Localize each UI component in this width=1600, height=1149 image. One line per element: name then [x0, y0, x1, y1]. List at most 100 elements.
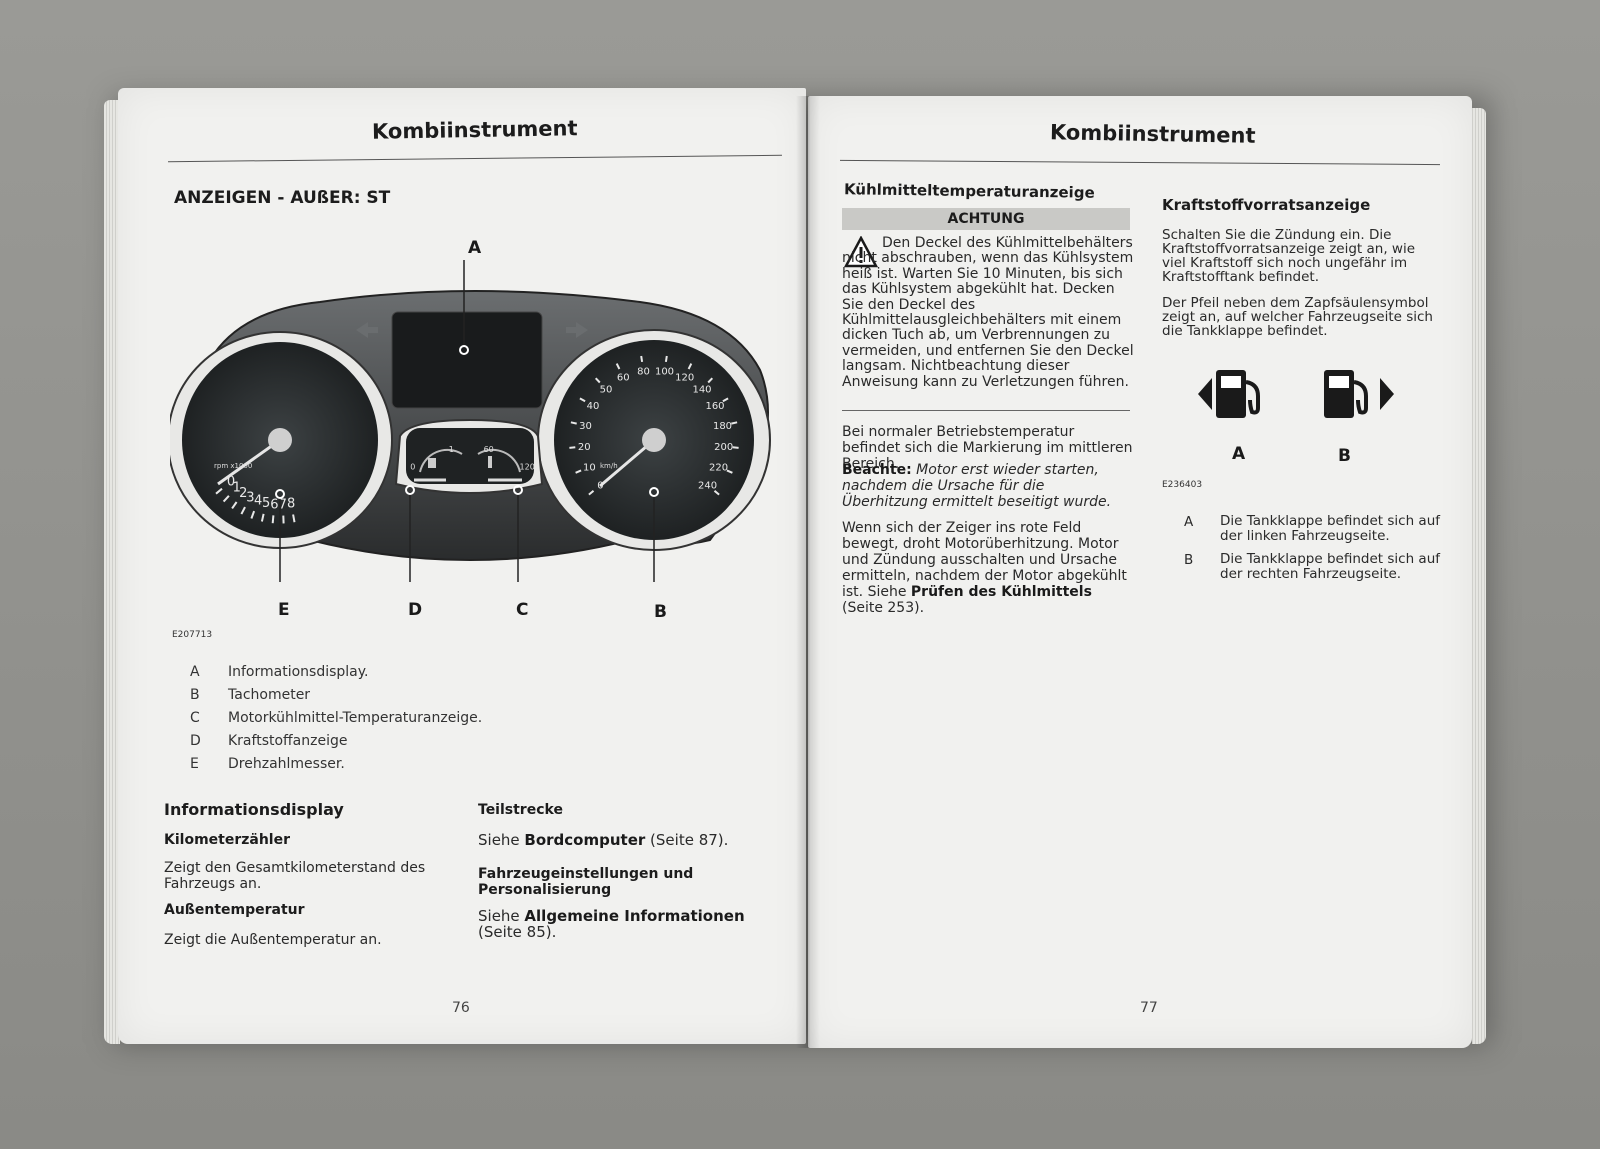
legend-text: Drehzahlmesser.: [228, 756, 345, 772]
temp-gauge-icon: [488, 456, 492, 468]
tach-unit-label: rpm x1000: [214, 462, 252, 470]
turn-right-arrow-icon: [566, 322, 588, 338]
legend-letter: D: [190, 733, 201, 749]
callout-a: A: [468, 238, 482, 258]
speedo-number-tick: [640, 355, 644, 363]
red-zone-text: Wenn sich der Zeiger ins rote Feld beweg…: [842, 520, 1134, 616]
callout-b: B: [654, 602, 667, 622]
trip-link[interactable]: Bordcomputer: [524, 831, 646, 849]
page-stack-right: [1472, 108, 1486, 1044]
speedo-number: 240: [698, 481, 717, 492]
normal-temp-text: Bei normaler Betriebstemperatur befindet…: [842, 424, 1133, 472]
tach-number-tick: [240, 506, 246, 515]
speedo-number: 80: [637, 366, 650, 377]
speedo-number: 180: [713, 421, 732, 432]
tach-number-tick: [231, 501, 238, 509]
speedo-number-tick: [731, 421, 738, 425]
speedo-number: 140: [692, 385, 711, 396]
settings-pre: Siehe: [478, 907, 525, 925]
speedo-unit-label: km/h: [600, 462, 618, 470]
speedo-number: 160: [705, 401, 724, 412]
check-coolant-link[interactable]: Prüfen des Kühlmittels: [910, 584, 1092, 600]
fuel-text-1: Schalten Sie die Zündung ein. Die Krafts…: [1162, 227, 1416, 285]
tach-number: 0: [227, 475, 235, 490]
warning-text: Den Deckel des Kühlmittelbehälters nicht…: [842, 235, 1134, 390]
fuel-gauge-arc: [419, 448, 463, 473]
red-post: (Seite 253).: [842, 600, 925, 616]
callout-c: C: [516, 600, 529, 620]
speedo-number: 100: [655, 366, 674, 377]
right-page-number: 77: [1140, 1000, 1158, 1016]
left-page-header: Kombiinstrument: [371, 116, 578, 144]
odometer-title: Kilometerzähler: [164, 832, 290, 848]
temp-gauge-arc: [477, 448, 521, 473]
tach-number: 2: [239, 486, 247, 501]
speedo-number: 30: [579, 421, 592, 432]
speedo-number: 40: [587, 401, 600, 412]
legend-text: Kraftstoffanzeige: [228, 733, 348, 749]
fuel-legend-text: Die Tankklappe befindet sich auf der lin…: [1220, 513, 1441, 544]
section-title: ANZEIGEN - AUßER: ST: [174, 188, 391, 208]
settings-title: Fahrzeugeinstellungen und Personalisieru…: [478, 866, 694, 898]
speedo-number: 0: [597, 481, 603, 492]
callout-e: E: [278, 600, 290, 620]
legend-text: Informationsdisplay.: [228, 664, 369, 680]
fuel-pump-left-arrow-icon: [1198, 370, 1260, 418]
warning-separator: [842, 410, 1130, 411]
speedo-number-tick: [726, 469, 733, 474]
speedo-number-tick: [594, 377, 601, 384]
outside-temp-title: Außentemperatur: [164, 902, 305, 918]
callout-dot-c: [513, 485, 523, 495]
fuel-gauge-title: Kraftstoffvorratsanzeige: [1162, 196, 1371, 214]
tach-number: 5: [262, 496, 270, 511]
fuel-legend-text: Die Tankklappe befindet sich auf der rec…: [1220, 551, 1441, 582]
legend-row: D Kraftstoffanzeige: [190, 733, 348, 749]
speedo-number: 50: [600, 385, 613, 396]
callout-dot-e: [275, 489, 285, 499]
legend-letter: A: [190, 664, 200, 680]
fuel-icon-code: E236403: [1162, 480, 1203, 490]
tachometer-hub: [268, 428, 292, 452]
trip-text: Siehe Bordcomputer (Seite 87).: [478, 832, 778, 848]
tachometer-needle: [217, 438, 281, 486]
page-stack-left: [104, 100, 120, 1044]
fuel-text-2: Der Pfeil neben dem Zapfsäulensymbol zei…: [1162, 295, 1433, 339]
tach-number-tick: [292, 514, 296, 523]
legend-letter: C: [190, 710, 200, 726]
speedo-number-tick: [588, 490, 595, 496]
left-page-number: 76: [452, 1000, 470, 1016]
callout-d: D: [408, 600, 423, 620]
legend-row: A Informationsdisplay.: [190, 664, 369, 680]
turn-left-arrow-icon: [356, 322, 378, 338]
speedo-number-tick: [569, 446, 576, 449]
settings-link[interactable]: Allgemeine Informationen: [524, 907, 745, 925]
tach-number: 3: [246, 490, 254, 505]
small-gauge-number: 1: [449, 445, 454, 454]
speedo-number-tick: [707, 377, 714, 384]
tach-number: 4: [254, 494, 262, 509]
speedo-number: 220: [709, 463, 728, 474]
speedo-number-tick: [722, 397, 729, 403]
speedometer-hub: [642, 428, 666, 452]
trip-pre: Siehe: [478, 831, 525, 849]
fuel-icon-label-b: B: [1338, 446, 1351, 466]
small-gauge-number: 60: [484, 445, 494, 454]
tach-number-tick: [222, 495, 230, 503]
tach-number-tick: [260, 513, 265, 522]
speedo-number-tick: [570, 421, 577, 425]
outside-temp-text: Zeigt die Außentemperatur an.: [164, 932, 382, 948]
tach-number: 7: [279, 498, 287, 513]
warning-label: ACHTUNG: [842, 208, 1130, 230]
small-gauge-number: 0: [410, 463, 415, 472]
tach-number-tick: [250, 510, 256, 519]
info-display-title: Informationsdisplay: [164, 800, 344, 819]
callout-dot-b: [649, 487, 659, 497]
callout-dot-d: [405, 485, 415, 495]
legend-text: Motorkühlmittel-Temperaturanzeige.: [228, 710, 483, 726]
tach-number: 1: [233, 481, 241, 496]
speedo-number: 120: [675, 373, 694, 384]
speedo-number-tick: [713, 490, 720, 496]
